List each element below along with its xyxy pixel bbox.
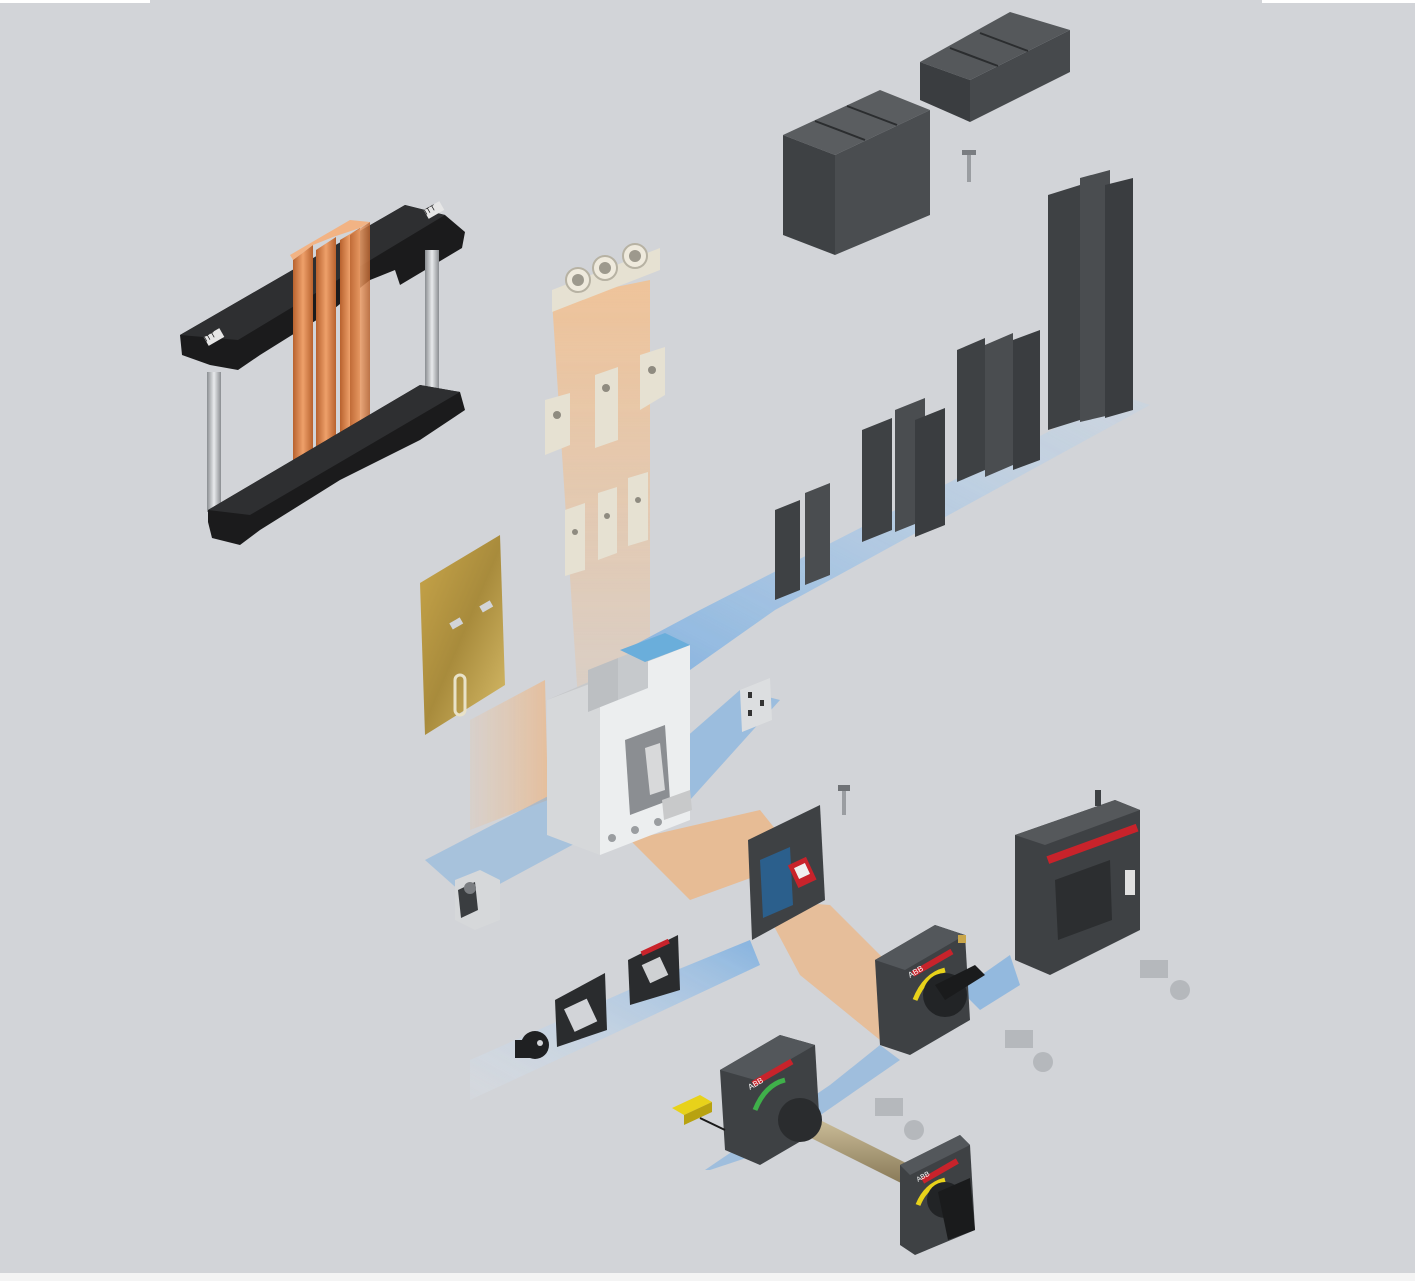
busbar-rod-left bbox=[207, 372, 221, 512]
bottom-white-strip bbox=[0, 1273, 1415, 1281]
top-white-strip-right bbox=[1262, 0, 1415, 3]
top-white-strip-left bbox=[0, 0, 150, 3]
busbar-rod-right bbox=[425, 250, 439, 390]
high-terminal-cover-front bbox=[783, 135, 835, 255]
separator-pair-3 bbox=[957, 330, 1040, 482]
cover-screw bbox=[967, 152, 971, 182]
separator-pair-4 bbox=[1048, 170, 1133, 430]
shunt-release bbox=[455, 870, 500, 930]
